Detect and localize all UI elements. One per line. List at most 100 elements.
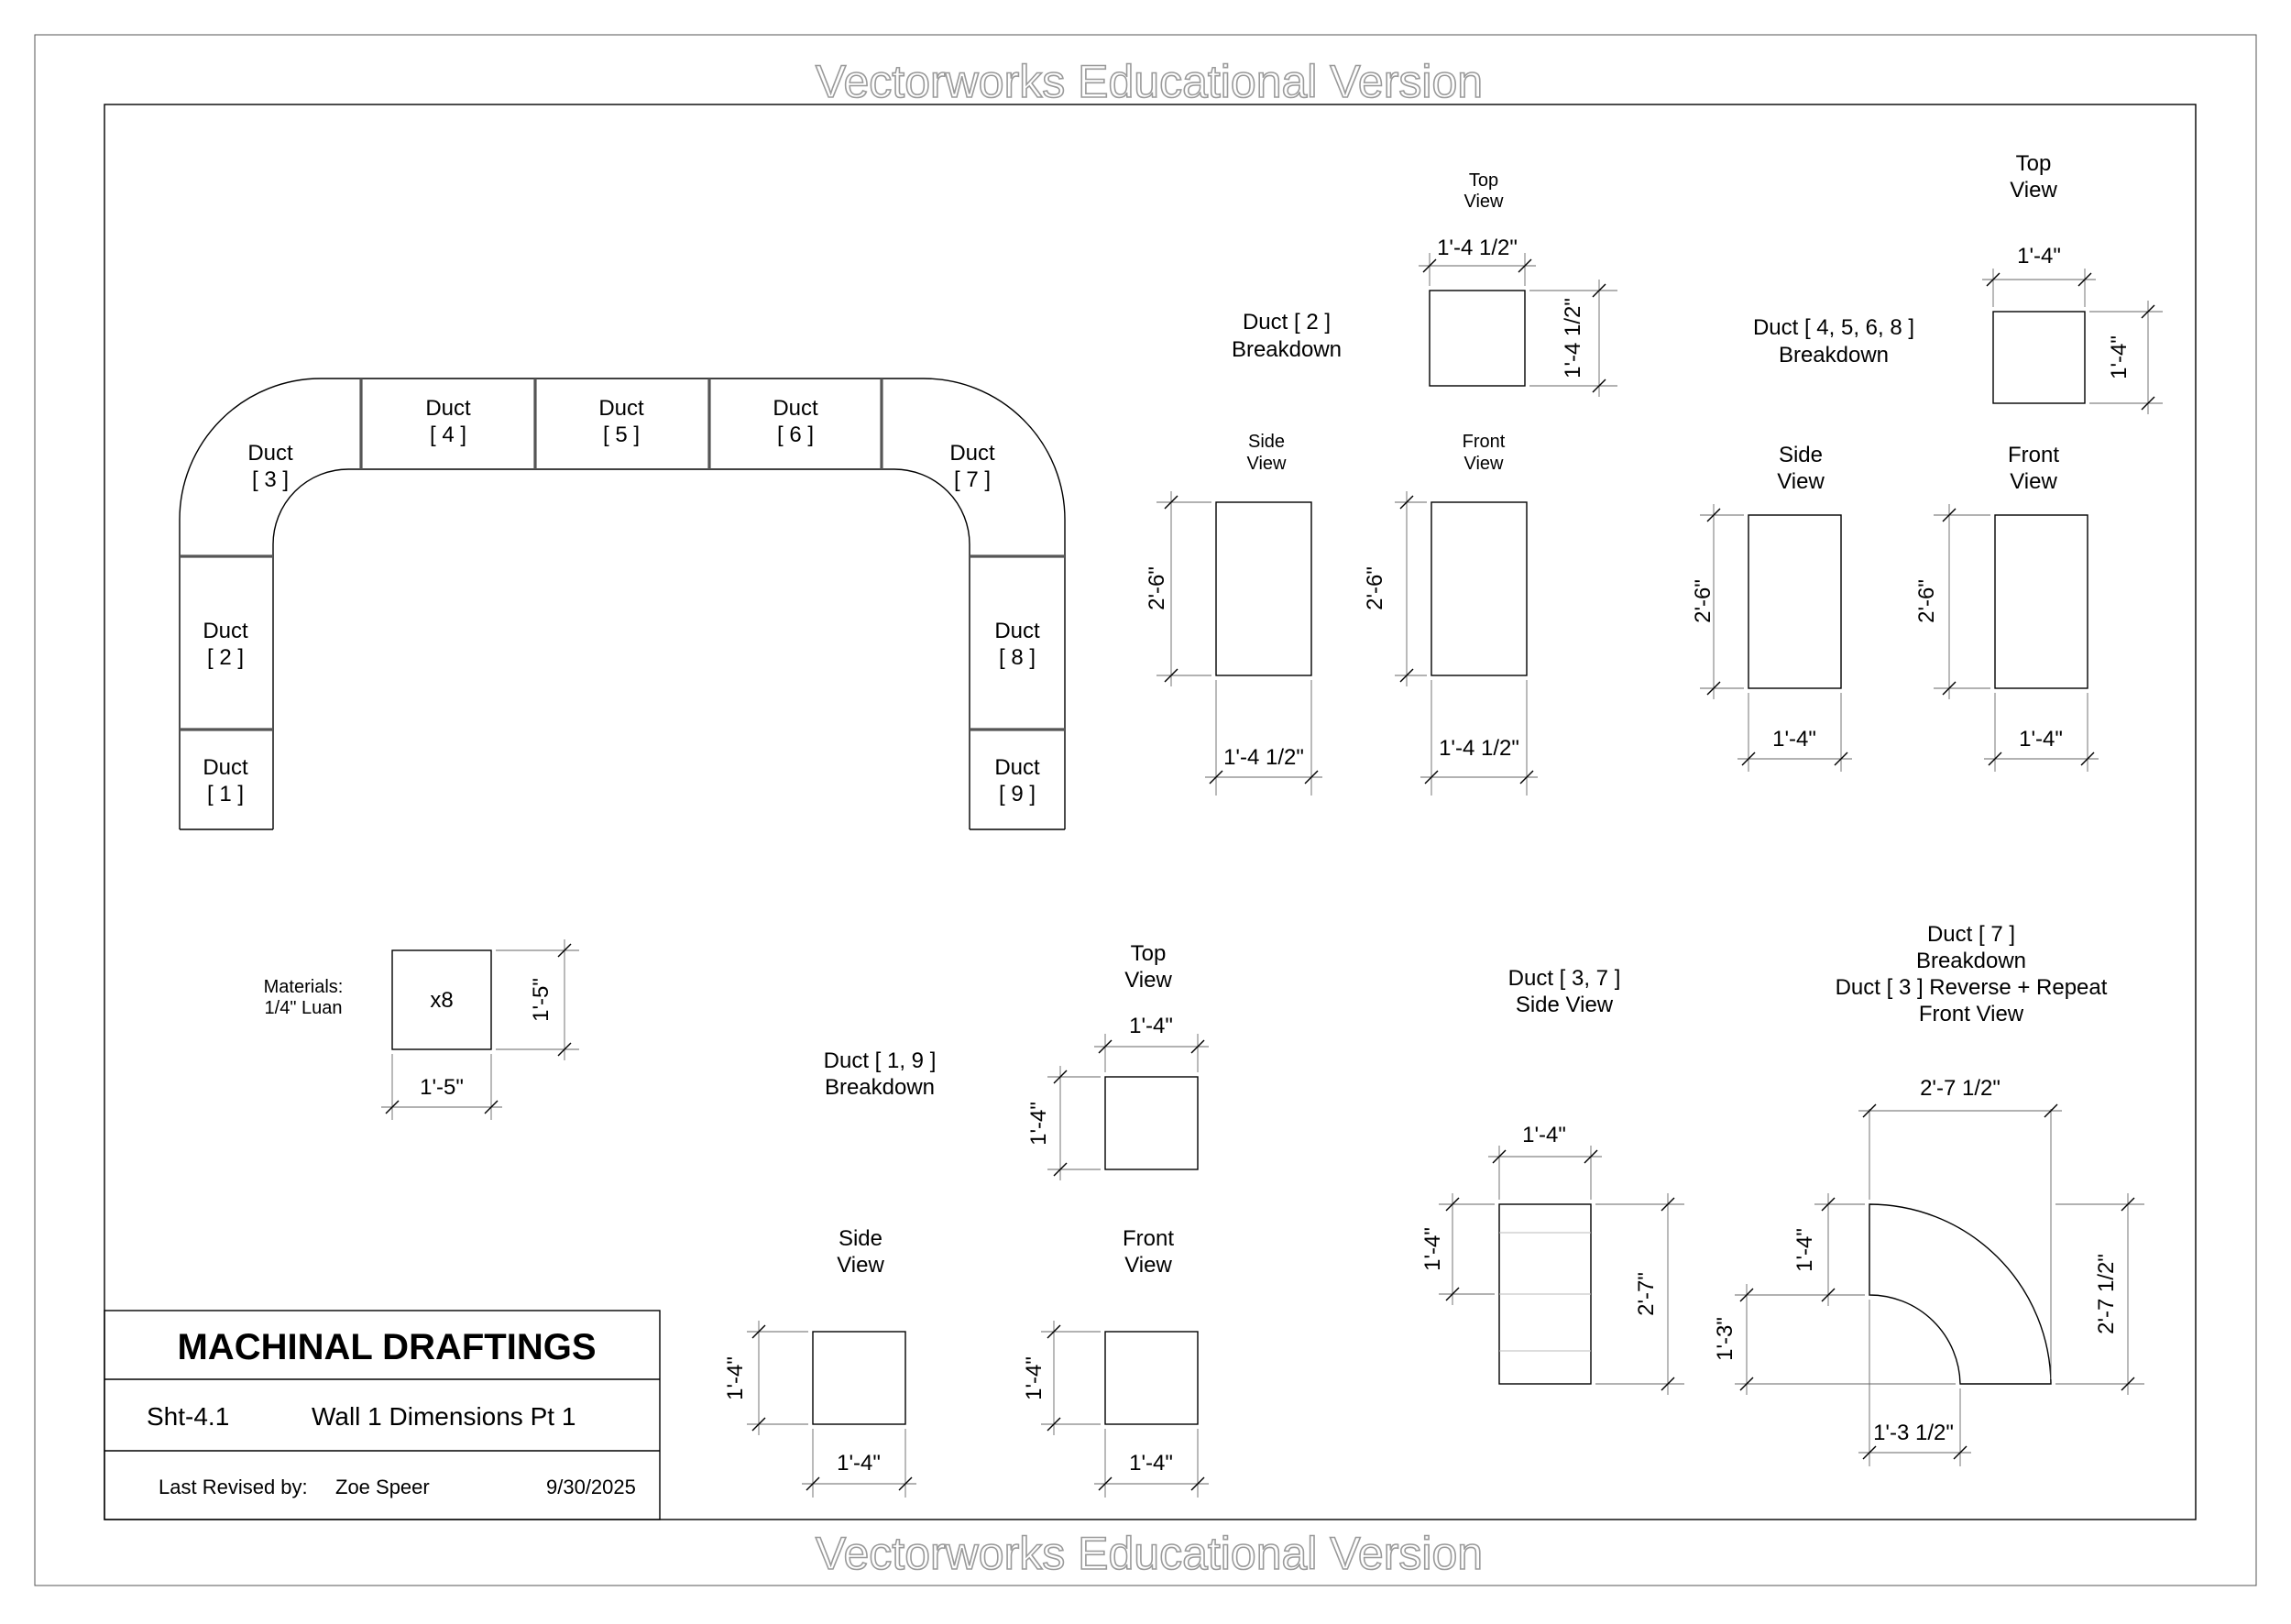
duct-3-number: [ 3 ] [252,467,289,492]
duct-6-number: [ 6 ] [777,422,814,447]
title-block-frame [104,1310,661,1520]
duct-37-side-view: Duct [ 3, 7 ] Side View 1'-4" 1'-4" 2'-7… [1420,966,1684,1395]
duct-2-top-view-rect [1429,290,1526,387]
duct-2-front-height-dim: 2'-6" [1363,566,1387,610]
watermark-bottom: Vectorworks Educational Version [816,1528,1483,1579]
revised-date: 9/30/2025 [546,1476,636,1498]
duct-8-number: [ 8 ] [999,645,1036,670]
duct-4568-side-width-dim: 1'-4" [1772,727,1816,752]
duct-37-right-height-dim: 2'-7" [1634,1272,1659,1316]
sheet-number: Sht-4.1 [147,1402,229,1431]
duct-19-front-label: Front [1123,1226,1174,1251]
duct-2-side-view-rect [1215,501,1312,676]
duct-19-front-view-label: View [1124,1253,1172,1278]
outer-sheet-border [34,34,2257,1586]
duct-4568-front-height-dim: 2'-6" [1914,579,1939,623]
duct-19-side-view-rect [812,1331,906,1425]
duct-2-label: Duct [203,619,248,643]
duct-5-number: [ 5 ] [603,422,640,447]
duct-5-label: Duct [598,396,644,421]
duct-9-number: [ 9 ] [999,782,1036,807]
duct-2-top-depth-dim: 1'-4 1/2" [1561,298,1585,379]
duct-19-front-height-dim: 1'-4" [1022,1356,1047,1400]
duct-19-breakdown: Duct [ 1, 9 ] Breakdown Top View 1'-4" 1… [723,941,1209,1498]
duct-19-side-label: Side [839,1226,882,1251]
duct-layout: Duct [ 3 ] Duct [ 4 ] Duct [ 5 ] Duct [ … [179,378,1066,830]
materials-type: 1/4" Luan [265,998,343,1018]
duct-4568-side-height-dim: 2'-6" [1691,579,1716,623]
duct-2-number: [ 2 ] [207,645,244,670]
materials-height-dim: 1'-5" [529,978,554,1022]
duct-4568-front-view-rect [1994,514,2088,689]
duct-7-number: [ 7 ] [954,467,991,492]
duct-2-breakdown: Duct [ 2 ] Breakdown Top View 1'-4 1/2" … [1145,170,1617,796]
duct-2-front-view-rect [1431,501,1528,676]
duct-7-heading: Duct [ 7 ] [1927,922,2015,947]
duct-19-heading: Duct [ 1, 9 ] [824,1048,937,1073]
duct-19-side-width-dim: 1'-4" [837,1451,881,1476]
watermark-top: Vectorworks Educational Version [816,56,1483,107]
duct-7-breakdown-label: Breakdown [1916,949,2026,973]
duct-19-top-label: Top [1131,941,1167,966]
duct-4568-breakdown: Duct [ 4, 5, 6, 8 ] Breakdown Top View 1… [1691,151,2163,772]
duct-8-label: Duct [994,619,1040,643]
duct-19-top-depth-dim: 1'-4" [1026,1102,1051,1146]
duct-4-label: Duct [425,396,471,421]
duct-4568-front-width-dim: 1'-4" [2019,727,2063,752]
duct-7-breakdown: Duct [ 7 ] Breakdown Duct [ 3 ] Reverse … [1713,922,2144,1466]
duct-4568-heading: Duct [ 4, 5, 6, 8 ] [1753,315,1914,340]
duct-2-heading: Duct [ 2 ] [1243,310,1331,335]
duct-37-width-dim: 1'-4" [1522,1123,1566,1147]
duct-19-side-height-dim: 1'-4" [723,1356,748,1400]
revised-label: Last Revised by: [159,1476,308,1498]
duct-2-breakdown-label: Breakdown [1232,337,1342,362]
duct-19-side-view-label: View [837,1253,884,1278]
drawing-border [104,104,2197,1520]
duct-2-side-label: Side [1248,432,1285,452]
title-block: MACHINAL DRAFTINGS Sht-4.1 Wall 1 Dimens… [104,1310,661,1520]
duct-4568-top-view-label: View [2010,178,2057,203]
duct-19-front-width-dim: 1'-4" [1129,1451,1173,1476]
duct-4-number: [ 4 ] [430,422,466,447]
duct-19-top-width-dim: 1'-4" [1129,1014,1173,1038]
materials-quantity: x8 [430,988,453,1013]
duct-37-left-height-dim: 1'-4" [1420,1227,1445,1271]
duct-2-side-view-label: View [1247,454,1288,474]
duct-2-side-width-dim: 1'-4 1/2" [1223,745,1304,770]
duct-4568-side-label: Side [1779,443,1823,467]
duct-19-front-view-rect [1104,1331,1199,1425]
duct-1-label: Duct [203,755,248,780]
duct-2-top-view-label: View [1464,192,1505,212]
duct-2-top-width-dim: 1'-4 1/2" [1437,236,1518,260]
duct-7-bottom-width-dim: 1'-3 1/2" [1873,1421,1954,1445]
duct-19-breakdown-label: Breakdown [825,1075,935,1100]
duct-3-label: Duct [247,441,293,466]
duct-7-subheading: Front View [1919,1002,2024,1026]
duct-2-front-width-dim: 1'-4 1/2" [1439,736,1519,761]
duct-7-note: Duct [ 3 ] Reverse + Repeat [1836,975,2108,1000]
materials-callout: Materials: 1/4" Luan x8 1'-5" 1'-5" [264,939,579,1120]
duct-2-front-view-label: View [1464,454,1505,474]
duct-7-label: Duct [949,441,995,466]
duct-4568-front-label: Front [2008,443,2059,467]
duct-4568-side-view-label: View [1777,469,1825,494]
duct-2-front-label: Front [1463,432,1506,452]
duct-4568-top-width-dim: 1'-4" [2017,244,2061,269]
duct-4568-front-view-label: View [2010,469,2057,494]
duct-7-arm-height-dim: 1'-4" [1792,1228,1817,1272]
duct-37-subheading: Side View [1516,993,1614,1017]
duct-4568-top-label: Top [2016,151,2052,176]
duct-4568-top-depth-dim: 1'-4" [2107,335,2132,379]
duct-4568-top-view-rect [1992,311,2086,404]
duct-37-heading: Duct [ 3, 7 ] [1508,966,1621,991]
title-block-title: MACHINAL DRAFTINGS [177,1327,596,1367]
revised-by: Zoe Speer [335,1476,430,1498]
duct-2-side-height-dim: 2'-6" [1145,566,1169,610]
duct-7-right-height-dim: 2'-7 1/2" [2094,1254,2119,1334]
duct-6-label: Duct [773,396,818,421]
duct-1-number: [ 1 ] [207,782,244,807]
duct-9-label: Duct [994,755,1040,780]
duct-7-elbow-shape [1869,1203,2052,1385]
